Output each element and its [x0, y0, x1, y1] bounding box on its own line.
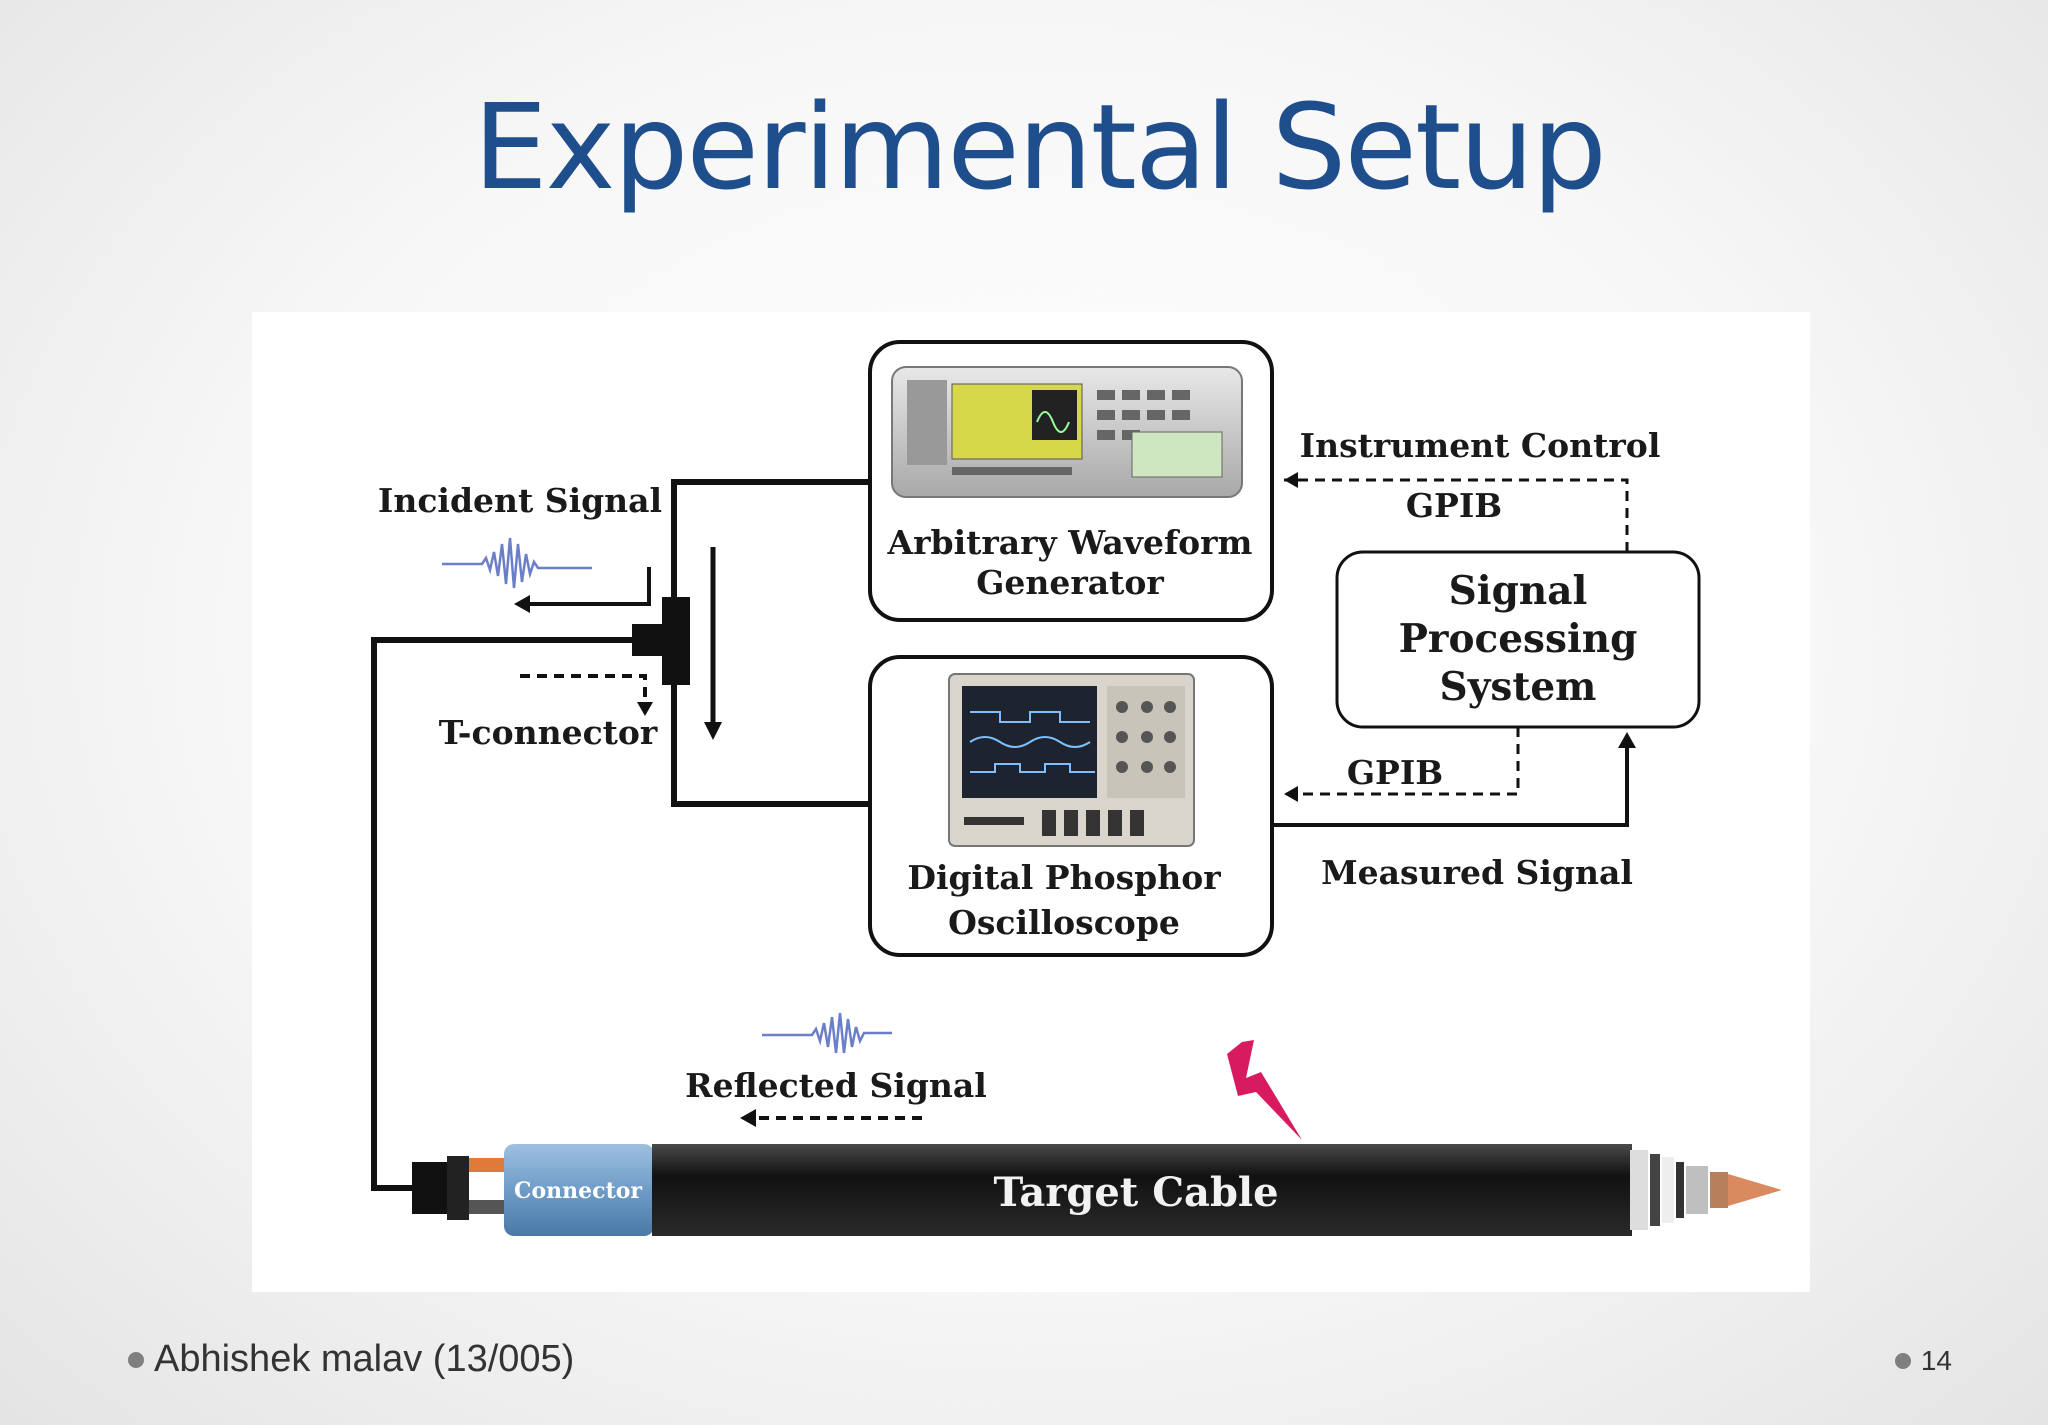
- diagram-canvas: Arbitrary Waveform Generator Dig: [371, 340, 1782, 1236]
- sps-label-line1: Signal: [1449, 568, 1588, 614]
- connector-sleeve: [504, 1144, 654, 1236]
- target-cable-label: Target Cable: [993, 1169, 1278, 1216]
- t-connector-pointer: [520, 674, 647, 704]
- reflected-signal-waveform: [762, 1012, 892, 1054]
- dpo-device-image: [948, 673, 1195, 847]
- gpib-links: [1272, 472, 1636, 827]
- gpib-bottom-label: GPIB: [1347, 753, 1443, 792]
- t-connector-label: T-connector: [439, 713, 658, 752]
- gpib-top-label: GPIB: [1406, 486, 1502, 525]
- dpo-block: Digital Phosphor Oscilloscope: [868, 655, 1274, 957]
- author-text: Abhishek malav (13/005): [154, 1338, 575, 1380]
- measured-signal-link: [1272, 740, 1629, 827]
- gpib-bottom-link: [1284, 727, 1520, 796]
- cable-plug-back: [412, 1162, 452, 1214]
- instrument-cable: [671, 479, 870, 807]
- down-arrowhead: [704, 722, 722, 740]
- t-connector-pointer-head: [637, 702, 653, 716]
- awg-device-image: [891, 366, 1243, 498]
- incident-arrow: [527, 567, 651, 606]
- incident-signal-label: Incident Signal: [378, 481, 662, 520]
- cable-jacket: [652, 1144, 1632, 1236]
- page-number: 14: [1894, 1345, 1952, 1377]
- incident-arrowhead: [514, 595, 530, 613]
- fault-lightning-icon: [1227, 1040, 1302, 1140]
- awg-label-line2: Generator: [976, 563, 1164, 602]
- instrument-control-label: Instrument Control: [1300, 426, 1661, 465]
- target-cable: Connector Target Cable: [412, 1144, 1782, 1236]
- bullet-icon: [1894, 1353, 1911, 1369]
- dpo-label-line2: Oscilloscope: [948, 903, 1180, 942]
- gpib-top-link: [1284, 478, 1629, 552]
- awg-block: Arbitrary Waveform Generator: [868, 340, 1274, 622]
- feed-cable: [371, 637, 632, 1191]
- reflected-signal-label: Reflected Signal: [685, 1066, 987, 1105]
- signal-processing-system-block: Signal Processing System: [1335, 550, 1701, 729]
- measured-signal-arrowhead: [1618, 732, 1636, 748]
- incident-signal-waveform: [442, 537, 592, 589]
- sps-label-line2: Processing: [1399, 616, 1638, 662]
- t-connector-body: [662, 597, 690, 685]
- experimental-setup-diagram: Arbitrary Waveform Generator Dig: [252, 312, 1810, 1292]
- measured-signal-label: Measured Signal: [1321, 853, 1633, 892]
- reflected-arrowhead: [740, 1109, 756, 1127]
- footer-author: Abhishek malav (13/005): [128, 1338, 574, 1381]
- awg-label-line1: Arbitrary Waveform: [887, 523, 1253, 562]
- gpib-bottom-arrowhead: [1284, 786, 1298, 802]
- dpo-label-line1: Digital Phosphor: [907, 858, 1221, 897]
- bullet-icon: [128, 1351, 144, 1368]
- cable-end-conductor: [1630, 1150, 1782, 1230]
- t-connector-stub: [632, 624, 664, 656]
- slide-title: Experimental Setup: [473, 78, 1607, 216]
- connector-label: Connector: [514, 1178, 642, 1204]
- sps-label-line3: System: [1440, 664, 1597, 710]
- gpib-top-arrowhead: [1284, 472, 1298, 488]
- page-number-text: 14: [1920, 1345, 1952, 1376]
